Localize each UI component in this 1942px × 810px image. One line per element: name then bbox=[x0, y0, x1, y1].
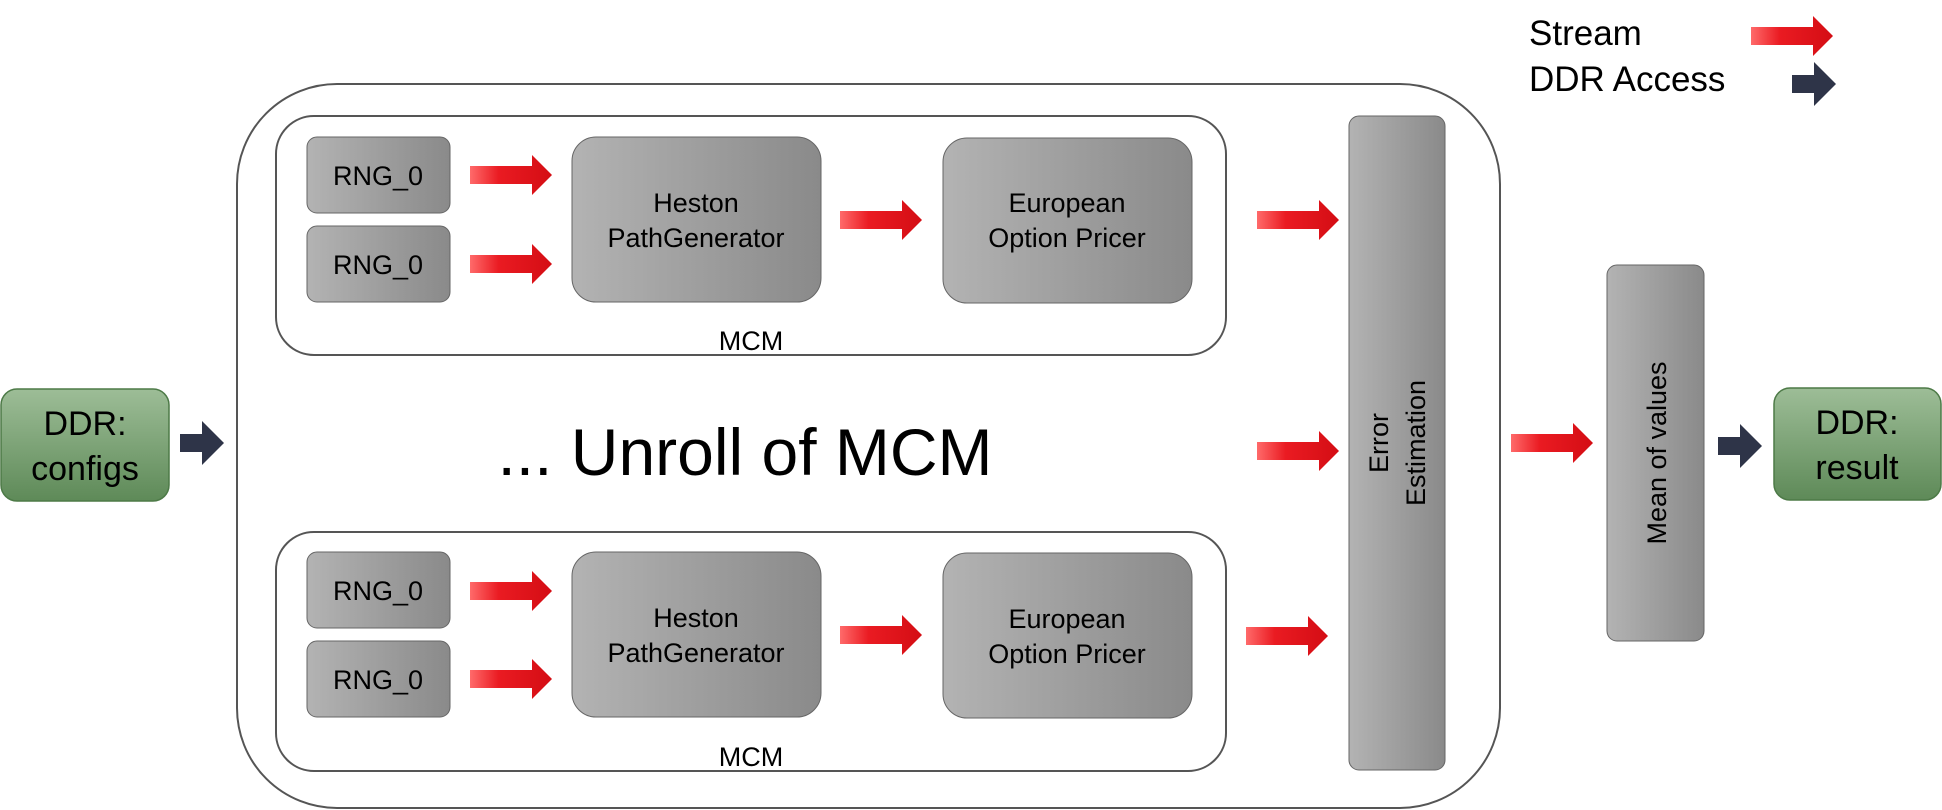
mcm-top-rng-2: RNG_0 bbox=[306, 225, 451, 303]
mcm-bottom-label: MCM bbox=[719, 742, 783, 772]
ddr-configs-line2: configs bbox=[31, 450, 139, 488]
mcm-bottom-path-generator-line1: Heston bbox=[653, 603, 739, 633]
ddr-result-line2: result bbox=[1815, 449, 1899, 487]
mcm-bottom-rng-2: RNG_0 bbox=[306, 640, 451, 718]
mcm-bottom-path-generator: Heston PathGenerator bbox=[571, 551, 822, 718]
mcm-top-path-generator-line1: Heston bbox=[653, 188, 739, 218]
stream-arrow-icon bbox=[1511, 423, 1593, 463]
stream-arrow-icon bbox=[1257, 431, 1339, 471]
mean-of-values-label: Mean of values bbox=[1642, 361, 1672, 544]
mcm-bottom-option-pricer: European Option Pricer bbox=[942, 552, 1193, 719]
mcm-bottom-option-pricer-line1: European bbox=[1008, 604, 1125, 634]
legend-ddr-label: DDR Access bbox=[1529, 60, 1725, 99]
ddr-output-arrow-icon bbox=[1718, 424, 1762, 468]
unroll-text: ... Unroll of MCM bbox=[497, 415, 992, 489]
stream-arrow-icon bbox=[1257, 200, 1339, 240]
legend-stream-arrow-icon bbox=[1751, 16, 1833, 56]
stream-arrow-icon bbox=[1246, 616, 1328, 656]
mcm-bottom-path-generator-line2: PathGenerator bbox=[607, 638, 784, 668]
mcm-bottom-group: RNG_0 RNG_0 Heston PathGenerator Europea… bbox=[275, 531, 1227, 772]
stream-arrow-icon bbox=[840, 615, 922, 655]
mcm-top-rng-1-label: RNG_0 bbox=[333, 161, 423, 191]
ddr-configs-line1: DDR: bbox=[43, 405, 126, 443]
stream-arrow-icon bbox=[470, 659, 552, 699]
stream-arrow-icon bbox=[840, 200, 922, 240]
unroll-container bbox=[236, 83, 1501, 809]
mcm-top-container bbox=[275, 115, 1227, 356]
mean-of-values-block: Mean of values bbox=[1606, 264, 1705, 642]
mcm-bottom-container bbox=[275, 531, 1227, 772]
mcm-bottom-option-pricer-line2: Option Pricer bbox=[988, 639, 1146, 669]
stream-arrow-icon bbox=[470, 571, 552, 611]
mcm-top-label: MCM bbox=[719, 326, 783, 356]
ddr-input-arrow-icon bbox=[180, 421, 224, 465]
mcm-bottom-rng-2-label: RNG_0 bbox=[333, 665, 423, 695]
stream-arrow-icon bbox=[470, 155, 552, 195]
mcm-top-option-pricer: European Option Pricer bbox=[942, 137, 1193, 304]
mcm-bottom-rng-1-label: RNG_0 bbox=[333, 576, 423, 606]
legend-ddr-arrow-icon bbox=[1792, 62, 1836, 106]
legend-stream-label: Stream bbox=[1529, 14, 1642, 53]
mcm-top-path-generator: Heston PathGenerator bbox=[571, 136, 822, 303]
mcm-top-rng-1: RNG_0 bbox=[306, 136, 451, 214]
mcm-top-rng-2-label: RNG_0 bbox=[333, 250, 423, 280]
legend: Stream DDR Access bbox=[1529, 14, 1836, 106]
stream-arrow-icon bbox=[470, 244, 552, 284]
mcm-bottom-rng-1: RNG_0 bbox=[306, 551, 451, 629]
ddr-configs-block: DDR: configs bbox=[0, 388, 170, 502]
error-estimation-block: Error Estimation bbox=[1348, 115, 1446, 771]
mcm-top-option-pricer-line1: European bbox=[1008, 188, 1125, 218]
mcm-top-path-generator-line2: PathGenerator bbox=[607, 223, 784, 253]
ddr-result-block: DDR: result bbox=[1773, 387, 1942, 501]
error-estimation-line2: Estimation bbox=[1401, 380, 1431, 506]
error-estimation-line1: Error bbox=[1364, 413, 1394, 473]
ddr-result-line1: DDR: bbox=[1815, 404, 1898, 442]
mcm-top-option-pricer-line2: Option Pricer bbox=[988, 223, 1146, 253]
mcm-top-group: RNG_0 RNG_0 Heston PathGenerator Europea… bbox=[275, 115, 1227, 356]
